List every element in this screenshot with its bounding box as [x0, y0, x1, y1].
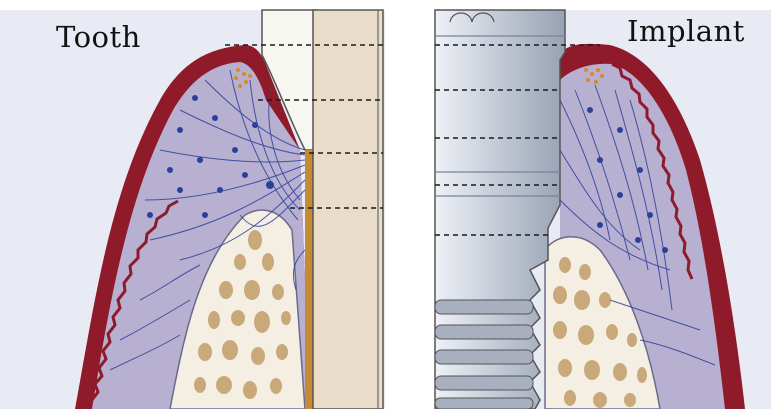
tooth-periodontal-ligament — [305, 150, 313, 409]
implant-panel — [435, 10, 771, 409]
tooth-label: Tooth — [56, 20, 141, 54]
tooth-panel — [0, 10, 385, 409]
implant-label: Implant — [627, 14, 745, 48]
tooth-root-dentin — [313, 10, 383, 409]
